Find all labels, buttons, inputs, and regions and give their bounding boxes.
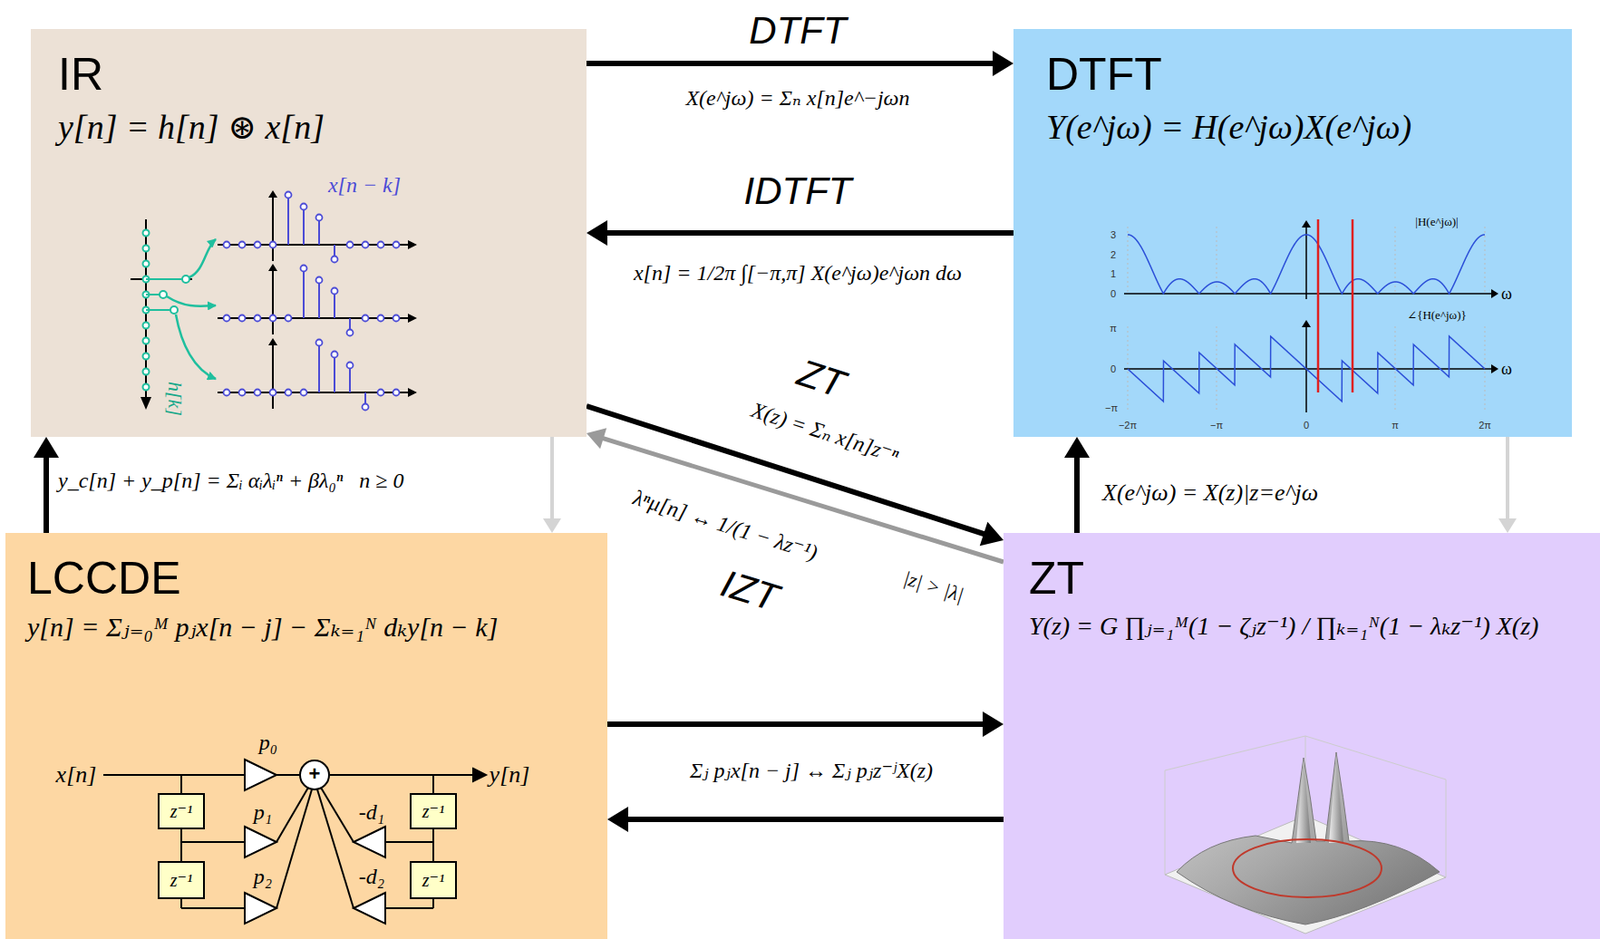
- tick-label: 0: [1110, 288, 1116, 301]
- signal-label: x[n − k]: [328, 173, 401, 199]
- node-equation: y[n] = Σⱼ₌₀ᴹ pⱼx[n − j] − Σₖ₌₁ᴺ dₖy[n − …: [27, 610, 586, 644]
- axis-label: ω: [1501, 359, 1513, 379]
- signal-name: y[n]: [489, 761, 531, 789]
- tick-label: −π: [1105, 402, 1118, 415]
- arrow-shaft: [586, 60, 995, 67]
- tick-label: 3: [1110, 229, 1116, 242]
- delay-label: z⁻¹: [170, 801, 193, 823]
- transform-formula: x[n] = 1/2π ∫[−π,π] X(e^jω)e^jωn dω: [633, 261, 962, 287]
- edge-label: y_c[n] + y_p[n] = Σᵢ αᵢλᵢⁿ + βλ₀ⁿ n ≥ 0: [58, 468, 405, 495]
- edge-label: IDTFT: [744, 169, 853, 214]
- arrow-shaft: [626, 816, 1004, 823]
- tick-label: π: [1391, 419, 1399, 432]
- arrow-shaft: [1074, 455, 1080, 534]
- tick-label: 0: [1303, 419, 1310, 432]
- arrow-head: [586, 427, 607, 449]
- tick-label: −2π: [1118, 419, 1137, 432]
- transform-arrow: [607, 806, 1004, 833]
- gain-label: -d₁: [358, 800, 385, 826]
- node-heading: ZT: [1028, 551, 1575, 606]
- tick-label: −π: [1210, 419, 1223, 432]
- difference-equation-box: LCCDE y[n] = Σⱼ₌₀ᴹ pⱼx[n − j] − Σₖ₌₁ᴺ dₖy…: [5, 533, 608, 939]
- signal-name: x[n]: [56, 761, 97, 789]
- node-heading: IR: [58, 47, 560, 102]
- tick-label: 2π: [1478, 419, 1492, 432]
- edge-label: DTFT: [748, 9, 846, 53]
- delay-label: z⁻¹: [170, 870, 193, 892]
- transform-arrow: [1498, 436, 1517, 534]
- arrow-shaft: [550, 436, 554, 521]
- transform-formula: X(e^jω) = Σₙ x[n]e^−jωn: [685, 86, 910, 112]
- tick-label: π: [1109, 322, 1117, 335]
- delay-label: z⁻¹: [422, 801, 445, 823]
- arrow-head: [543, 518, 562, 534]
- delay-label: z⁻¹: [422, 870, 445, 892]
- plot-title: ∠{H(e^jω)}: [1406, 309, 1466, 323]
- arrow-head: [1498, 518, 1517, 534]
- arrow-head: [1064, 436, 1090, 458]
- transform-arrow: [33, 436, 59, 534]
- z-transform-box: ZT Y(z) = G ∏ⱼ₌₁ᴹ(1 − ζⱼz⁻¹) / ∏ₖ₌₁ᴺ(1 − …: [1003, 533, 1600, 939]
- axis-label: ω: [1501, 284, 1513, 304]
- arrow-head: [607, 806, 629, 833]
- transform-arrow: [543, 436, 562, 534]
- node-heading: DTFT: [1046, 47, 1540, 102]
- gain-label: p₁: [253, 800, 272, 826]
- node-equation: y[n] = h[n] ⊛ x[n]: [58, 106, 560, 149]
- node-equation: Y(e^jω) = H(e^jω)X(e^jω): [1046, 106, 1540, 149]
- impulse-response-box: IRy[n] = h[n] ⊛ x[n]: [30, 29, 587, 437]
- arrow-head: [982, 711, 1004, 737]
- gain-label: -d₂: [358, 864, 385, 891]
- tick-label: 1: [1110, 268, 1116, 281]
- edge-label: IZT: [716, 562, 784, 621]
- arrow-shaft: [605, 230, 1014, 236]
- transform-arrow: [607, 711, 1004, 737]
- arrow-shaft: [43, 455, 49, 534]
- dtft-box: DTFTY(e^jω) = H(e^jω)X(e^jω): [1013, 29, 1572, 437]
- tick-label: 2: [1110, 249, 1116, 262]
- transform-arrow: [1064, 436, 1090, 534]
- arrow-shaft: [607, 721, 985, 728]
- adder-sign: +: [309, 762, 321, 786]
- arrow-head: [992, 50, 1014, 77]
- node-heading: LCCDE: [27, 551, 586, 606]
- transform-arrow: [586, 220, 1014, 246]
- arrow-shaft: [1505, 436, 1510, 521]
- edge-label: Σⱼ pⱼx[n − j] ↔ Σⱼ pⱼz⁻ʲX(z): [689, 758, 933, 785]
- transform-arrow: [586, 50, 1014, 77]
- node-equation: Y(z) = G ∏ⱼ₌₁ᴹ(1 − ζⱼz⁻¹) / ∏ₖ₌₁ᴺ(1 − λₖ…: [1028, 610, 1575, 642]
- transform-formula: X(z) = Σₙ x[n]z⁻ⁿ: [747, 397, 902, 469]
- gain-label: p₂: [253, 864, 272, 891]
- gain-label: p₀: [259, 730, 278, 757]
- arrow-head: [979, 522, 1004, 547]
- plot-title: |H(e^jω)|: [1415, 215, 1458, 230]
- region-of-convergence: |z| > |λ|: [901, 566, 968, 607]
- tick-label: 0: [1110, 363, 1116, 376]
- signal-label: h[k]: [163, 381, 186, 417]
- edge-label: X(e^jω) = X(z)|z=e^jω: [1102, 479, 1319, 507]
- arrow-head: [33, 436, 59, 458]
- transform-formula: λⁿμ[n] ↔ 1/(1 − λz⁻¹): [630, 485, 821, 567]
- edge-label: ZT: [792, 350, 851, 408]
- arrow-head: [586, 220, 608, 246]
